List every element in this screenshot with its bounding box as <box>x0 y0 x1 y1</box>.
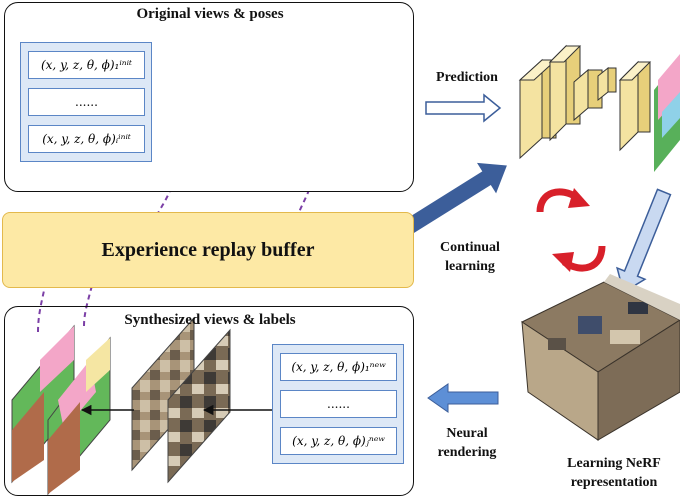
nerf-label: Learning NeRF representation <box>548 454 680 492</box>
continual-label-line2: learning <box>445 259 495 274</box>
right-arrow-icon <box>425 93 502 123</box>
prediction-label: Prediction <box>436 70 498 85</box>
dashed-arrow-icon <box>83 264 101 327</box>
nerf-label-line1: Learning NeRF <box>567 456 661 471</box>
left-arrow-icon <box>427 383 499 413</box>
neural-label-line1: Neural <box>446 426 488 441</box>
pose-item: (x, y, z, θ, ϕ)ᵢⁱⁿⁱᵗ <box>28 125 145 153</box>
synthesized-views-panel: Synthesized views & labels <box>4 306 414 496</box>
buffer-label: Experience replay buffer <box>101 238 315 261</box>
continual-learning-label: Continual learning <box>420 238 520 276</box>
cycle-arrows-icon <box>536 188 606 272</box>
segmentation-label-maps <box>11 324 111 496</box>
pose-item-ellipsis: ...... <box>28 88 145 116</box>
segmentation-output <box>654 54 680 172</box>
neural-label-line2: rendering <box>437 445 497 460</box>
new-poses-box: (x, y, z, θ, ϕ)₁ⁿᵉʷ ...... (x, y, z, θ, … <box>272 344 404 464</box>
synthesized-views-title: Synthesized views & labels <box>124 312 296 328</box>
cnn-encoder-blocks <box>518 44 652 160</box>
pose-item: (x, y, z, θ, ϕ)₁ⁱⁿⁱᵗ <box>28 51 145 79</box>
experience-replay-buffer: Experience replay buffer <box>2 212 414 288</box>
synthesized-view-2 <box>167 328 231 484</box>
original-views-title: Original views & poses <box>136 6 284 22</box>
pose-item: (x, y, z, θ, ϕ)ⱼⁿᵉʷ <box>280 427 397 455</box>
neural-rendering-label: Neural rendering <box>424 424 510 462</box>
pose-item-ellipsis: ...... <box>280 390 397 418</box>
nerf-label-line2: representation <box>570 475 658 490</box>
synthesized-view-images <box>131 316 231 484</box>
continual-label-line1: Continual <box>440 240 500 255</box>
initial-poses-box: (x, y, z, θ, ϕ)₁ⁱⁿⁱᵗ ...... (x, y, z, θ,… <box>20 42 152 162</box>
dashed-arrow-icon <box>289 171 315 232</box>
nerf-3d-scene <box>520 274 680 441</box>
pose-item: (x, y, z, θ, ϕ)₁ⁿᵉʷ <box>280 353 397 381</box>
